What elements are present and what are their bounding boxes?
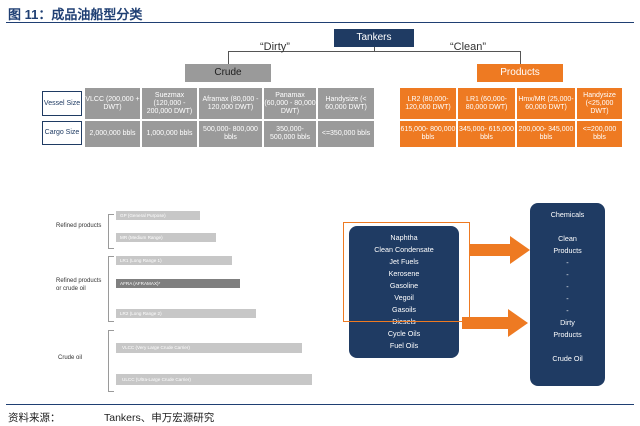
connector <box>228 51 520 52</box>
category-line: - <box>566 258 569 267</box>
product-cargo-cell: <=200,000 bbls <box>577 121 622 147</box>
crude-box: Crude <box>185 64 271 82</box>
ship-label: AFRA (AFRAMAX)* <box>120 281 161 286</box>
arrow-right-icon <box>470 236 530 264</box>
category-line: Products <box>553 330 582 339</box>
crude-cargo-cell: 1,000,000 bbls <box>142 121 197 147</box>
product-cargo-cell: 345,000- 615,000 bbls <box>458 121 515 147</box>
crude-vessel-cell: Suezmax (120,000 - 200,000 DWT) <box>142 88 197 119</box>
tankers-box: Tankers <box>334 29 414 47</box>
crude-vessel-cell: Handysize (< 60,000 DWT) <box>318 88 374 119</box>
clean-label: “Clean” <box>450 41 487 53</box>
bracket <box>108 214 114 249</box>
vessel-size-label: Vessel Size <box>42 91 82 116</box>
product-vessel-cell: LR2 (80,000- 120,000 DWT) <box>400 88 456 119</box>
ship-label: ULCC (Ultra-Large Crude Carrier) <box>122 377 191 382</box>
clean-products-highlight <box>343 222 470 322</box>
category-line: Crude Oil <box>552 354 583 363</box>
ship-silhouette: LR1 (Long Range 1) <box>116 256 232 265</box>
arrow-right-icon <box>462 309 528 337</box>
ship-label: GP (General Purpose) <box>120 213 166 218</box>
dirty-label: “Dirty” <box>260 41 290 53</box>
cargo-item: Clean Condensate <box>374 245 434 254</box>
category-crude-oil: Crude oil <box>58 355 83 361</box>
category-line: - <box>566 270 569 279</box>
crude-vessel-cell: VLCC (200,000 + DWT) <box>85 88 140 119</box>
product-cargo-cell: 615,000- 800,000 bbls <box>400 121 456 147</box>
category-line: - <box>566 282 569 291</box>
cargo-item: Gasoils <box>392 305 416 314</box>
category-refined-or-crude: Refined products or crude oil <box>56 278 102 292</box>
category-line <box>530 341 605 353</box>
category-line: - <box>566 294 569 303</box>
cargo-item: Cycle Oils <box>387 329 421 338</box>
source-text: Tankers、申万宏源研究 <box>104 412 215 424</box>
ship-label: LR2 (Long Range 2) <box>120 311 162 316</box>
figure-title: 图 11：成品油船型分类 <box>8 7 143 22</box>
products-box: Products <box>477 64 563 82</box>
category-line: Clean <box>558 234 577 243</box>
product-vessel-cell: Handysize (<25,000 DWT) <box>577 88 622 119</box>
connector <box>374 47 375 51</box>
crude-cargo-cell: 500,000- 800,000 bbls <box>199 121 262 147</box>
cargo-item: Gasoline <box>389 281 419 290</box>
ship-label: MR (Medium Range) <box>120 235 163 240</box>
product-vessel-cell: LR1 (60,000- 80,000 DWT) <box>458 88 515 119</box>
connector <box>520 51 521 64</box>
source-rule <box>6 404 634 405</box>
ship-silhouette: LR2 (Long Range 2) <box>116 309 256 318</box>
ship-label: VLCC (Very Large Crude Carrier) <box>122 345 190 350</box>
category-line: - <box>566 306 569 315</box>
title-rule <box>6 22 634 23</box>
cargo-item: Naphtha <box>390 233 418 242</box>
source-label: 资料来源： <box>8 412 61 424</box>
bracket <box>108 330 114 392</box>
crude-cargo-cell: 350,000- 500,000 bbls <box>264 121 316 147</box>
crude-cargo-cell: 2,000,000 bbls <box>85 121 140 147</box>
category-line: Dirty <box>560 318 575 327</box>
product-vessel-cell: Hmx/MR (25,000- 60,000 DWT) <box>517 88 575 119</box>
ship-label: LR1 (Long Range 1) <box>120 258 162 263</box>
connector <box>228 51 229 64</box>
ship-silhouette: ULCC (Ultra-Large Crude Carrier) <box>116 374 312 385</box>
bracket <box>108 256 114 322</box>
cargo-item: Jet Fuels <box>389 257 419 266</box>
category-line: Products <box>553 246 582 255</box>
crude-cargo-cell: <=350,000 bbls <box>318 121 374 147</box>
category-line <box>530 221 605 233</box>
ship-silhouette: AFRA (AFRAMAX)* <box>116 279 240 288</box>
ship-silhouette: VLCC (Very Large Crude Carrier) <box>116 343 302 353</box>
crude-vessel-cell: Panamax (60,000 - 80,000 DWT) <box>264 88 316 119</box>
category-refined-products: Refined products <box>56 223 102 229</box>
category-line: Chemicals <box>550 210 585 219</box>
product-cargo-cell: 200,000- 345,000 bbls <box>517 121 575 147</box>
product-categories-box: Chemicals Clean Products - - - - - Dirty… <box>530 203 605 386</box>
ship-silhouette: MR (Medium Range) <box>116 233 216 242</box>
cargo-item: Vegoil <box>394 293 414 302</box>
cargo-types-box: Naphtha Clean Condensate Jet Fuels Keros… <box>349 226 459 358</box>
ship-silhouette: GP (General Purpose) <box>116 211 200 220</box>
cargo-item: Fuel Oils <box>389 341 419 350</box>
crude-vessel-cell: Aframax (80,000 - 120,000 DWT) <box>199 88 262 119</box>
cargo-size-label: Cargo Size <box>42 121 82 145</box>
cargo-item: Kerosene <box>388 269 420 278</box>
